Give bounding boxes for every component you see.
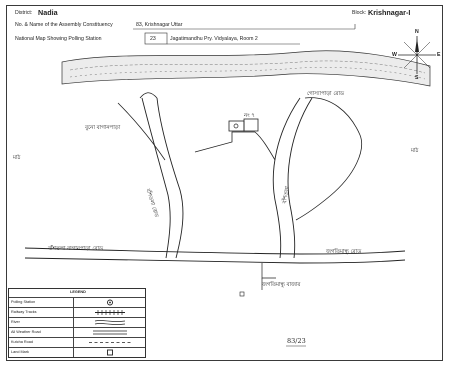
- page-code: 83/23: [287, 337, 306, 345]
- left-road: [117, 92, 184, 259]
- ac-label: No. & Name of the Assembly Constituency: [15, 22, 113, 28]
- legend-row: Kutcha Road: [9, 337, 145, 347]
- map-frame: [6, 5, 443, 361]
- compass-west: W: [392, 52, 397, 58]
- legend-title: LEGEND: [70, 290, 86, 294]
- label-left-upper: বুনো বাগানপাড়া: [85, 125, 121, 131]
- district-value: Nadia: [38, 8, 58, 17]
- compass-east: E: [437, 52, 441, 58]
- bottom-road: [24, 247, 406, 264]
- legend-label: Land Mark: [11, 350, 29, 354]
- polling-station-box: [228, 118, 259, 132]
- ps-map-label: National Map Showing Polling Station: [15, 36, 102, 42]
- label-bottom-center: জগতিমান্ধু বাজার: [262, 282, 301, 288]
- legend-row: Polling Station: [9, 297, 145, 307]
- legend-row: All Weather Road: [9, 327, 145, 337]
- label-left-edge: মাঠ: [13, 155, 21, 161]
- label-bottom-road-left: বাঁশতলা বাগানপাড়া রোড: [48, 246, 103, 252]
- legend-label: Railway Tracks: [11, 310, 37, 314]
- all-weather-road-icon: [93, 330, 127, 335]
- polling-station-icon: [107, 299, 113, 306]
- right-road: [272, 97, 313, 259]
- label-top-right: গোস্যাপাড়া রোড: [307, 91, 345, 97]
- ps-name: Jagatimandhu Pry. Vidyalaya, Room 2: [170, 36, 258, 42]
- legend-label: Kutcha Road: [11, 340, 33, 344]
- legend-label: River: [11, 320, 20, 324]
- railway-track-icon: [95, 310, 125, 315]
- ps-number: 23: [150, 36, 156, 42]
- landmark-icon: [107, 349, 113, 356]
- compass-south: S: [415, 75, 419, 81]
- kutcha-road-icon: [89, 342, 133, 343]
- legend-label: All Weather Road: [11, 330, 41, 334]
- label-bottom-road-right: জগতিমান্ধু রোড: [326, 249, 362, 255]
- river: [61, 50, 431, 87]
- block-label: Block:: [352, 10, 367, 16]
- block-value: Krishnagar-I: [368, 8, 411, 17]
- legend-row: Railway Tracks: [9, 307, 145, 317]
- river-icon: [94, 320, 126, 325]
- legend-label: Polling Station: [11, 300, 36, 304]
- district-label: District:: [15, 10, 33, 16]
- compass-rose-icon: [398, 36, 436, 74]
- legend-row: Land Mark: [9, 347, 145, 357]
- ac-value: 83, Krishnagar Uttar: [136, 22, 183, 28]
- legend-row: River: [9, 317, 145, 327]
- legend-box: LEGEND Polling Station Railway Tracks: [8, 288, 146, 358]
- label-right-edge: মাঠ: [411, 148, 419, 154]
- compass-north: N: [415, 29, 419, 35]
- label-ps-box: নং ৭: [244, 113, 255, 119]
